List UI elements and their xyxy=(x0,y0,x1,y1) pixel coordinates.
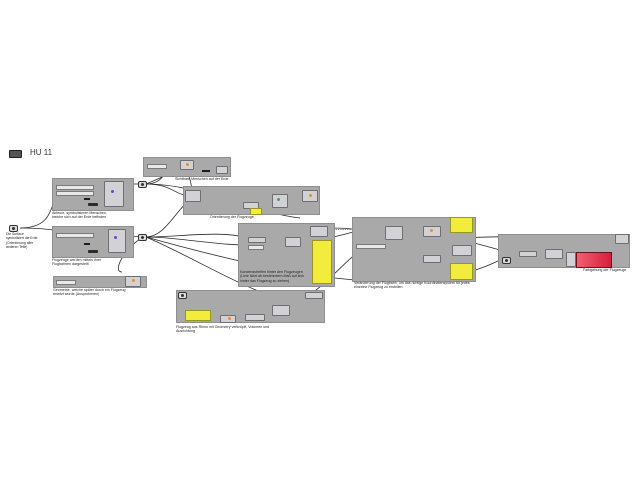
canvas-title: HU 11 xyxy=(30,148,53,157)
slider[interactable] xyxy=(147,164,167,169)
value-list[interactable] xyxy=(88,250,98,253)
yellow-panel[interactable] xyxy=(185,310,211,321)
component[interactable] xyxy=(248,237,266,243)
yellow-panel[interactable] xyxy=(450,217,473,233)
node-icon xyxy=(111,190,114,193)
group-caption: Flugzeug aus Rhino mit Geometry verknüpf… xyxy=(176,325,270,334)
component[interactable] xyxy=(310,226,328,237)
group-geometrie[interactable] xyxy=(53,276,147,288)
component[interactable] xyxy=(305,292,323,299)
yellow-panel[interactable] xyxy=(250,208,262,215)
group-caption: Orientierung der Flugzeuge xyxy=(210,215,254,219)
value-list[interactable] xyxy=(88,203,98,206)
slider[interactable] xyxy=(56,185,94,190)
node-icon xyxy=(114,236,117,239)
group-caption: Farbgebung der Flugzeuge xyxy=(583,268,627,272)
component[interactable] xyxy=(245,314,265,321)
component[interactable] xyxy=(185,190,201,202)
component[interactable] xyxy=(216,166,228,174)
component[interactable] xyxy=(615,234,629,244)
slider[interactable] xyxy=(248,245,264,250)
component[interactable] xyxy=(272,305,290,316)
component[interactable] xyxy=(108,229,126,253)
toggle[interactable] xyxy=(202,170,210,172)
toggle[interactable] xyxy=(84,198,90,200)
group-caption: Akteure, symbolisieren Menschen, welche … xyxy=(52,211,107,220)
group-caption: Kondensstreifen hinter den Flugzeugen (L… xyxy=(240,270,305,283)
group-caption: Geometrie, welche später durch ein Flugz… xyxy=(53,288,126,297)
node-icon xyxy=(132,279,135,282)
relay-node[interactable] xyxy=(138,181,147,188)
component[interactable] xyxy=(519,251,537,257)
slider[interactable] xyxy=(56,233,94,238)
component[interactable] xyxy=(545,249,563,259)
color-gradient[interactable] xyxy=(576,252,612,268)
node-icon xyxy=(309,194,312,197)
surface-param[interactable] xyxy=(9,225,18,232)
relay-node[interactable] xyxy=(502,257,511,264)
slider[interactable] xyxy=(56,280,76,285)
node-icon xyxy=(186,163,189,166)
logo-icon xyxy=(9,150,22,158)
relay-node[interactable] xyxy=(178,292,187,299)
component[interactable] xyxy=(272,194,288,208)
component[interactable] xyxy=(423,255,441,263)
relay-node[interactable] xyxy=(138,234,147,241)
component[interactable] xyxy=(385,226,403,240)
node-icon xyxy=(430,229,433,232)
slider[interactable] xyxy=(356,244,386,249)
group-caption: Flugzeuge werden mittels ihrer Flugbahne… xyxy=(52,258,102,267)
surface-note: Die Surface symbolisiert die Erde (Orien… xyxy=(6,232,38,250)
yellow-panel[interactable] xyxy=(450,263,473,280)
toggle[interactable] xyxy=(84,243,90,245)
node-icon xyxy=(277,198,280,201)
component[interactable] xyxy=(104,181,124,207)
slider[interactable] xyxy=(56,191,94,196)
component[interactable] xyxy=(285,237,301,247)
group-caption: Sichtbare Menschen auf der Erde xyxy=(175,177,229,181)
component[interactable] xyxy=(452,245,472,256)
group-caption: Veränderung der Flugbahn, um das richtig… xyxy=(354,281,470,290)
component[interactable] xyxy=(566,252,576,267)
node-icon xyxy=(228,317,231,320)
yellow-panel[interactable] xyxy=(312,240,332,284)
